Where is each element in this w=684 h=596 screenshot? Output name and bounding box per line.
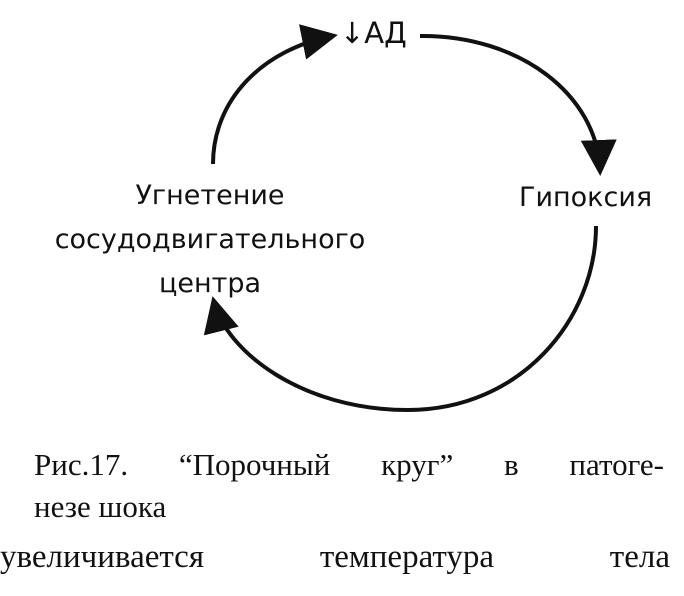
arrow-hypoxia-to-depression bbox=[203, 225, 598, 413]
node-blood-pressure-drop: ↓АД bbox=[340, 16, 407, 50]
caption-word: Рис.17. bbox=[34, 447, 129, 482]
caption-word: круг” bbox=[381, 447, 454, 482]
node-depression-line-3: центра bbox=[158, 268, 262, 299]
node-depression-line-2: сосудодвигательного bbox=[54, 224, 366, 255]
arrow-bp-to-hypoxia bbox=[419, 33, 617, 176]
body-word: температура bbox=[319, 539, 494, 575]
caption-word: патоге- bbox=[569, 447, 664, 482]
cycle-arrows bbox=[203, 24, 617, 413]
caption-word: в bbox=[503, 447, 519, 482]
arrow-depression-to-bp bbox=[211, 24, 338, 165]
caption-line-1: Рис.17. “Порочный круг” в патоге- bbox=[34, 444, 664, 486]
node-depression-line-1: Угнетение bbox=[135, 180, 285, 211]
body-word: тела bbox=[609, 539, 670, 575]
node-vasomotor-center-depression: Угнетение сосудодвигательного центра bbox=[34, 174, 386, 306]
body-text-line: увеличивается температура тела bbox=[0, 537, 670, 577]
caption-line-2: незе шока bbox=[34, 489, 167, 524]
caption-word: “Порочный bbox=[178, 447, 331, 482]
body-word: увеличивается bbox=[0, 539, 205, 575]
node-hypoxia: Гипоксия bbox=[519, 182, 653, 213]
figure-caption: Рис.17. “Порочный круг” в патоге- незе ш… bbox=[34, 444, 664, 528]
vicious-circle-diagram: ↓АД Гипоксия Угнетение сосудодвигательно… bbox=[34, 16, 653, 413]
